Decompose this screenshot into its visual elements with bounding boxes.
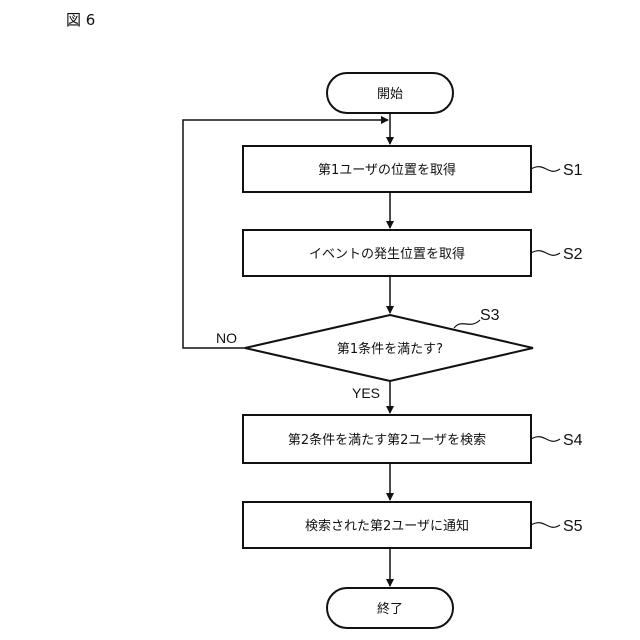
step-label-s1: S1 bbox=[563, 162, 583, 179]
branch-yes-label: YES bbox=[352, 385, 380, 401]
s5-leader bbox=[531, 523, 560, 528]
branch-no-label: NO bbox=[216, 330, 237, 346]
s4-text: 第2条件を満たす第2ユーザを検索 bbox=[288, 432, 486, 448]
end-terminal: 終了 bbox=[327, 588, 453, 628]
step-label-s3: S3 bbox=[480, 307, 500, 324]
step-label-s4: S4 bbox=[563, 432, 583, 449]
s2-leader bbox=[531, 251, 560, 256]
step-label-s2: S2 bbox=[563, 246, 583, 263]
step-label-s5: S5 bbox=[563, 518, 583, 535]
s1-leader bbox=[531, 167, 560, 172]
end-label: 終了 bbox=[377, 601, 403, 617]
s3-text: 第1条件を満たす? bbox=[337, 341, 443, 357]
s1-text: 第1ユーザの位置を取得 bbox=[318, 162, 456, 178]
start-label: 開始 bbox=[377, 87, 403, 102]
s5-text: 検索された第2ユーザに通知 bbox=[305, 518, 469, 534]
s3-leader bbox=[454, 320, 480, 328]
s2-text: イベントの発生位置を取得 bbox=[309, 246, 465, 262]
process-s1: 第1ユーザの位置を取得 bbox=[243, 146, 531, 192]
decision-s3: 第1条件を満たす? bbox=[245, 315, 533, 381]
process-s5: 検索された第2ユーザに通知 bbox=[243, 502, 531, 548]
process-s2: イベントの発生位置を取得 bbox=[243, 230, 531, 276]
s4-leader bbox=[531, 437, 560, 442]
process-s4: 第2条件を満たす第2ユーザを検索 bbox=[243, 415, 531, 463]
start-terminal: 開始 bbox=[327, 73, 453, 113]
